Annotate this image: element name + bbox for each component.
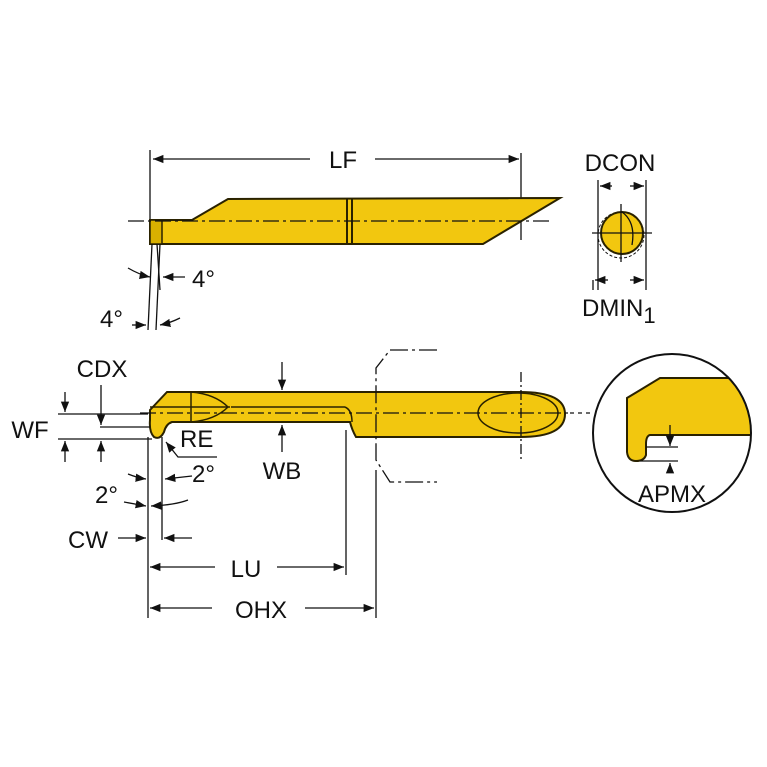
- dmin-label: DMIN1: [582, 295, 656, 328]
- angle-label-side-2: 2°: [95, 482, 118, 509]
- lu-label: LU: [231, 556, 262, 583]
- angle-label-side-1: 2°: [192, 461, 215, 488]
- lf-label: LF: [329, 147, 357, 174]
- angle-label-top-2: 4°: [100, 306, 123, 333]
- detail-insert-shape: [626, 377, 751, 463]
- end-view: DCON DMIN1: [582, 150, 656, 328]
- ohx-label: OHX: [235, 597, 287, 624]
- top-view: LF 4° 4°: [100, 147, 564, 333]
- detail-view-apmx: APMX: [570, 353, 752, 513]
- wf-label: WF: [11, 417, 48, 444]
- re-label: RE: [180, 426, 213, 453]
- dcon-label: DCON: [585, 150, 656, 177]
- wb-label: WB: [263, 458, 302, 485]
- cdx-label: CDX: [77, 356, 128, 383]
- detail-circle: [592, 353, 752, 513]
- cw-label: CW: [68, 527, 108, 554]
- insert-tip-top: [149, 219, 163, 245]
- tool-body-side: [148, 391, 567, 439]
- side-view: WB CDX WF RE 2° 2° CW LU OHX: [11, 349, 572, 624]
- apmx-label: APMX: [638, 481, 706, 508]
- angle-label-top-1: 4°: [192, 266, 215, 293]
